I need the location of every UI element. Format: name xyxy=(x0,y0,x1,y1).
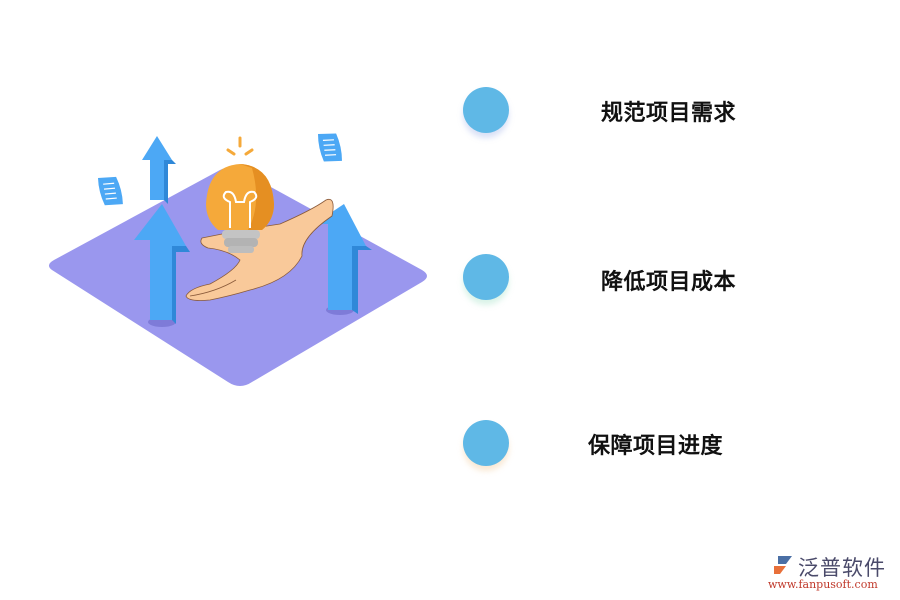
bullet-circle-icon xyxy=(463,87,509,133)
feature-item: 保障项目进度 xyxy=(0,420,900,470)
arrow-up-icon xyxy=(142,136,176,204)
feature-item: 降低项目成本 xyxy=(0,254,900,304)
hand-icon xyxy=(185,198,334,301)
idea-growth-illustration xyxy=(48,133,427,386)
document-icon xyxy=(98,176,123,206)
feature-item: 规范项目需求 xyxy=(0,87,900,137)
feature-label: 规范项目需求 xyxy=(601,101,737,126)
brand-name: 泛普软件 xyxy=(798,556,886,580)
feature-label: 保障项目进度 xyxy=(588,434,724,459)
brand-logo: 泛普软件 www.fanpusoft.com xyxy=(768,552,896,596)
arrow-up-icon xyxy=(134,204,190,327)
arrow-up-icon xyxy=(314,204,372,315)
logo-mark-icon xyxy=(774,556,792,574)
light-bulb-icon xyxy=(206,136,274,253)
feature-label: 降低项目成本 xyxy=(601,270,737,295)
bullet-circle-icon xyxy=(463,420,509,466)
brand-url: www.fanpusoft.com xyxy=(768,578,878,591)
bullet-circle-icon xyxy=(463,254,509,300)
document-icon xyxy=(317,133,342,162)
